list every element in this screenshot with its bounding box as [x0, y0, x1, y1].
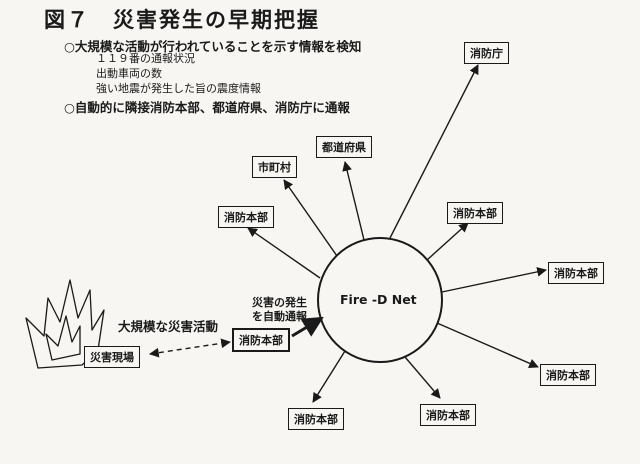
sub-item-seismic: 強い地震が発生した旨の震度情報 — [96, 82, 261, 95]
bullet-detect: ○大規模な活動が行われていることを示す情報を検知 — [64, 39, 362, 54]
fire-d-net-hub — [317, 237, 443, 363]
node-hq-bottom-left: 消防本部 — [288, 408, 344, 430]
node-municipality: 市町村 — [252, 156, 297, 178]
arrow-to-hq-upper-left — [247, 227, 321, 279]
arrow-to-municipality — [283, 179, 338, 257]
arrow-to-hq-right — [441, 267, 547, 293]
arrow-to-hq-bottom-right — [404, 356, 441, 399]
node-prefecture: 都道府県 — [316, 136, 372, 158]
arrow-to-hq-lower-right — [436, 322, 539, 368]
arrow-to-hq-upper-right — [426, 222, 469, 261]
node-fdma: 消防庁 — [464, 42, 509, 64]
node-hq-local: 消防本部 — [232, 328, 290, 352]
page-title: 図７ 災害発生の早期把握 — [44, 8, 320, 32]
label-auto-notify-2: を自動通報 — [252, 310, 307, 323]
node-hq-right: 消防本部 — [548, 262, 604, 284]
label-large-activity: 大規模な災害活動 — [118, 319, 219, 334]
node-hq-upper-left: 消防本部 — [218, 206, 274, 228]
node-disaster-site: 災害現場 — [84, 346, 140, 368]
sub-item-119-calls: １１９番の通報状況 — [96, 52, 195, 65]
node-hq-bottom-right: 消防本部 — [420, 404, 476, 426]
arrow-to-prefecture — [342, 161, 365, 241]
node-hq-upper-right: 消防本部 — [447, 202, 503, 224]
arrow-local-hq-to-hub — [291, 316, 324, 338]
arrow-to-hq-bottom-left — [312, 350, 346, 403]
sub-item-vehicles: 出動車両の数 — [96, 67, 162, 80]
label-auto-notify-1: 災害の発生 — [252, 296, 307, 309]
arrow-to-fdma — [389, 64, 479, 239]
dashed-arrow-site-hq — [149, 338, 231, 358]
hub-label: Fire -D Net — [340, 292, 417, 307]
node-hq-lower-right: 消防本部 — [540, 364, 596, 386]
bullet-auto-notify: ○自動的に隣接消防本部、都道府県、消防庁に通報 — [64, 100, 350, 115]
